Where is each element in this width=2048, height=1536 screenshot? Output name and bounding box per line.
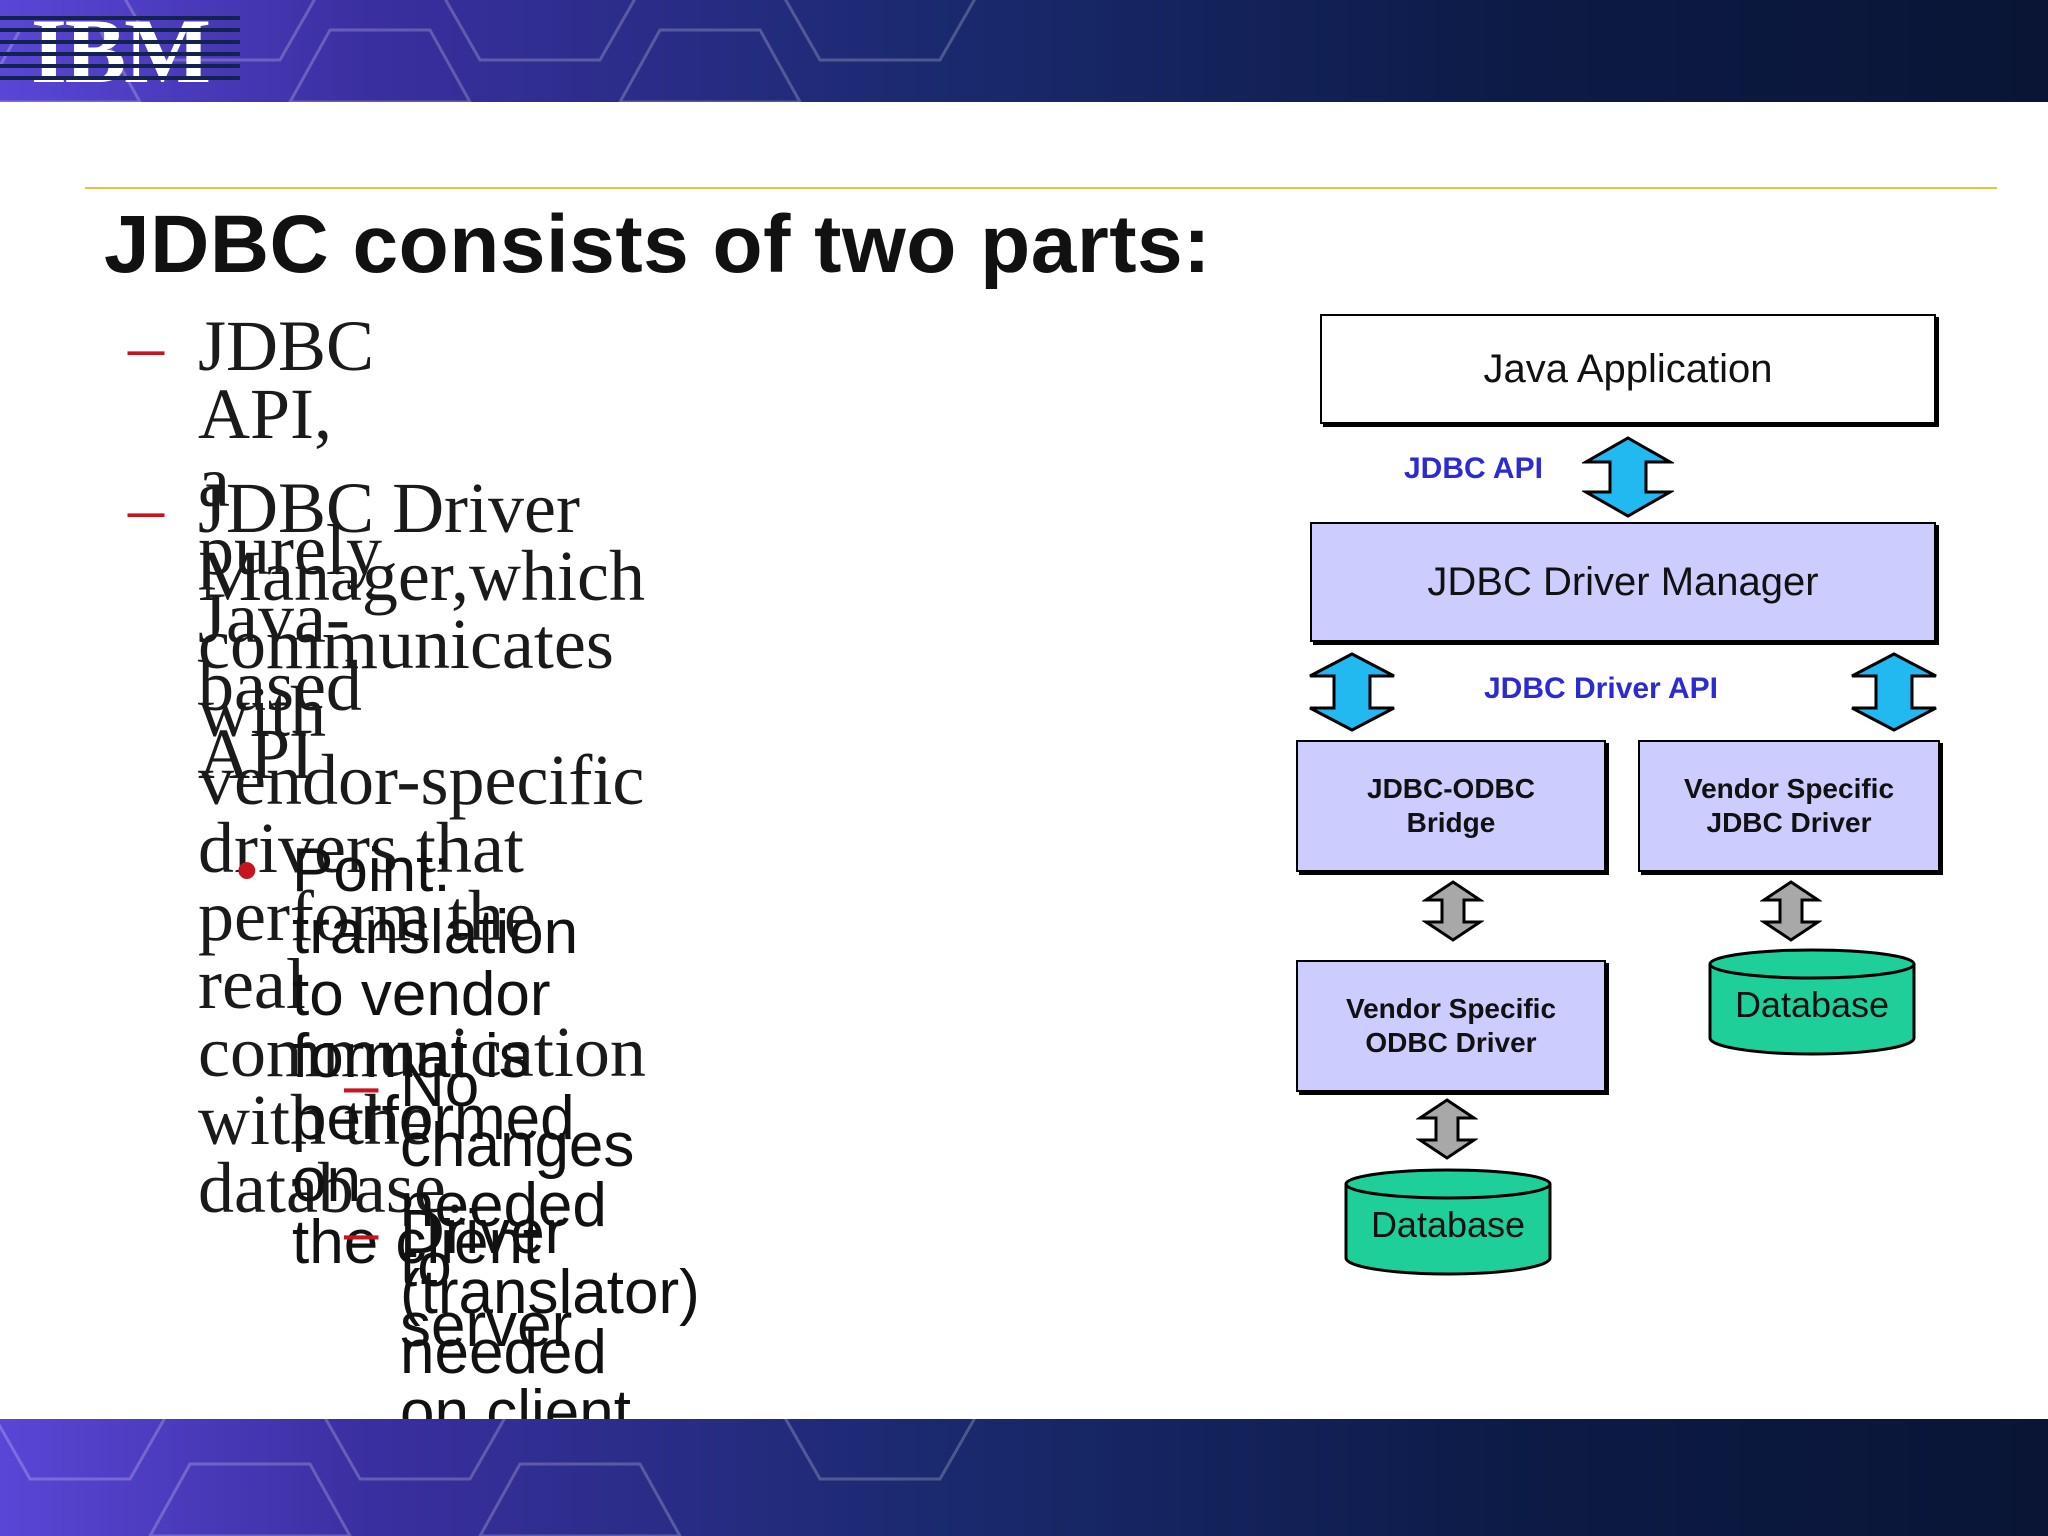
bullet-dot: •: [236, 836, 258, 905]
double-arrow-icon: [1582, 436, 1674, 518]
bullet-dash: –: [128, 468, 164, 548]
slide-title: JDBC consists of two parts:: [104, 199, 1211, 290]
double-arrow-icon: [1416, 1098, 1478, 1160]
bullet-dash: –: [344, 1198, 379, 1267]
double-arrow-icon: [1760, 880, 1822, 942]
double-arrow-icon: [1422, 880, 1484, 942]
bullet-dash: –: [344, 1051, 379, 1120]
driver-manager-box: JDBC Driver Manager: [1310, 522, 1936, 642]
bullet-dash: –: [128, 306, 164, 386]
header-band: IBM: [0, 0, 2048, 102]
java-application-label: Java Application: [1483, 346, 1773, 391]
bullet-text: JDBC Driver Manager,which communicates w…: [198, 468, 646, 1228]
database-right: Database: [1706, 946, 1918, 1058]
database-cylinder-icon: [1708, 948, 1916, 1056]
footer-band: [0, 1419, 2048, 1536]
database-left-label: Database: [1370, 1204, 1526, 1245]
title-rule: [85, 187, 1997, 189]
double-arrow-icon: [1309, 652, 1395, 732]
database-cylinder-icon: [1344, 1168, 1552, 1276]
vendor-jdbc-driver-label: Vendor Specific JDBC Driver: [1683, 773, 1895, 838]
bullet-text: Driver (translator) needed on client: [400, 1198, 700, 1447]
double-arrow-icon: [1851, 652, 1937, 732]
jdbc-odbc-bridge-box: JDBC-ODBC Bridge: [1296, 740, 1606, 872]
bullet-text: JDBC API, a purely Java-based API: [198, 306, 382, 794]
driver-manager-label: JDBC Driver Manager: [1427, 559, 1819, 604]
ibm-logo-text: IBM: [31, 0, 209, 98]
jdbc-api-label: JDBC API: [1404, 452, 1543, 485]
hexagon-pattern: [0, 1419, 977, 1536]
database-left: Database: [1342, 1166, 1554, 1278]
jdbc-driver-api-label: JDBC Driver API: [1484, 672, 1718, 705]
java-application-box: Java Application: [1320, 314, 1936, 424]
vendor-odbc-driver-label: Vendor Specific ODBC Driver: [1345, 993, 1557, 1058]
ibm-logo: IBM: [0, 0, 240, 98]
vendor-jdbc-driver-box: Vendor Specific JDBC Driver: [1638, 740, 1940, 872]
hexagon-pattern: [0, 0, 977, 102]
bullet-text: No changes needed to server: [400, 1051, 635, 1360]
vendor-odbc-driver-box: Vendor Specific ODBC Driver: [1296, 960, 1606, 1092]
jdbc-odbc-bridge-label: JDBC-ODBC Bridge: [1367, 773, 1535, 838]
bullet-text: Point: translation to vendor format is p…: [292, 836, 579, 1277]
database-right-label: Database: [1734, 984, 1890, 1025]
jdbc-architecture-diagram: Java Application JDBC API JDBC Driver Ma…: [1280, 300, 1960, 1290]
